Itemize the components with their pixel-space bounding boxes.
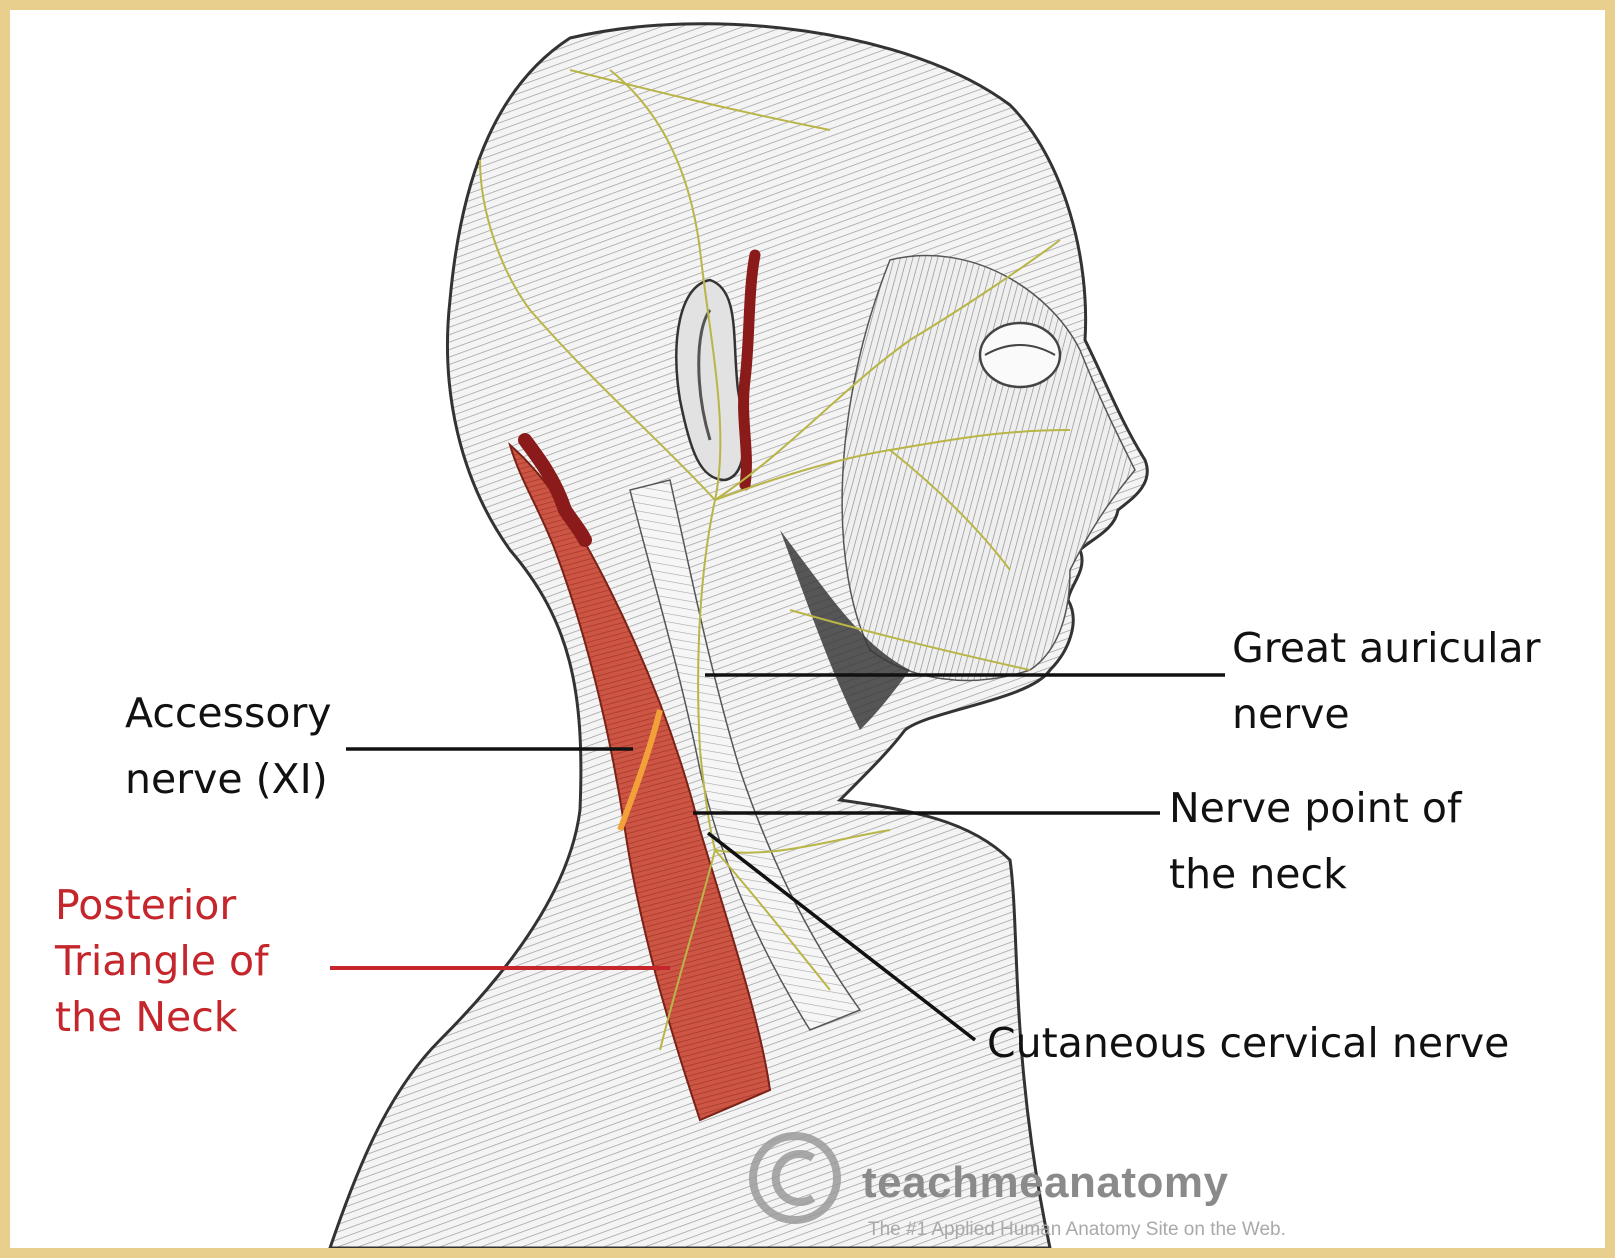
watermark-tagline: The #1 Applied Human Anatomy Site on the… — [868, 1219, 1286, 1241]
label-nerve-point-line2: the neck — [1169, 841, 1461, 907]
face-region — [842, 256, 1135, 681]
label-accessory-line1: Accessory — [125, 680, 332, 746]
label-accessory-line2: nerve (XI) — [125, 746, 332, 812]
label-great-auricular-line2: nerve — [1232, 681, 1540, 747]
label-great-auricular-line1: Great auricular — [1232, 615, 1540, 681]
label-great-auricular-nerve: Great auricular nerve — [1232, 615, 1540, 747]
label-cutaneous-cervical-nerve: Cutaneous cervical nerve — [987, 1010, 1509, 1076]
label-posterior-triangle: Posterior Triangle of the Neck — [55, 877, 269, 1045]
label-posterior-line3: the Neck — [55, 989, 269, 1045]
label-posterior-line1: Posterior — [55, 877, 269, 933]
label-nerve-point: Nerve point of the neck — [1169, 775, 1461, 907]
label-posterior-line2: Triangle of — [55, 933, 269, 989]
watermark-brand: teachmeanatomy — [862, 1158, 1228, 1208]
diagram-frame: Great auricular nerve Accessory nerve (X… — [10, 10, 1605, 1248]
label-accessory-nerve: Accessory nerve (XI) — [125, 680, 332, 812]
label-nerve-point-line1: Nerve point of — [1169, 775, 1461, 841]
eye-shape — [980, 323, 1060, 387]
label-cutaneous-line1: Cutaneous cervical nerve — [987, 1010, 1509, 1076]
